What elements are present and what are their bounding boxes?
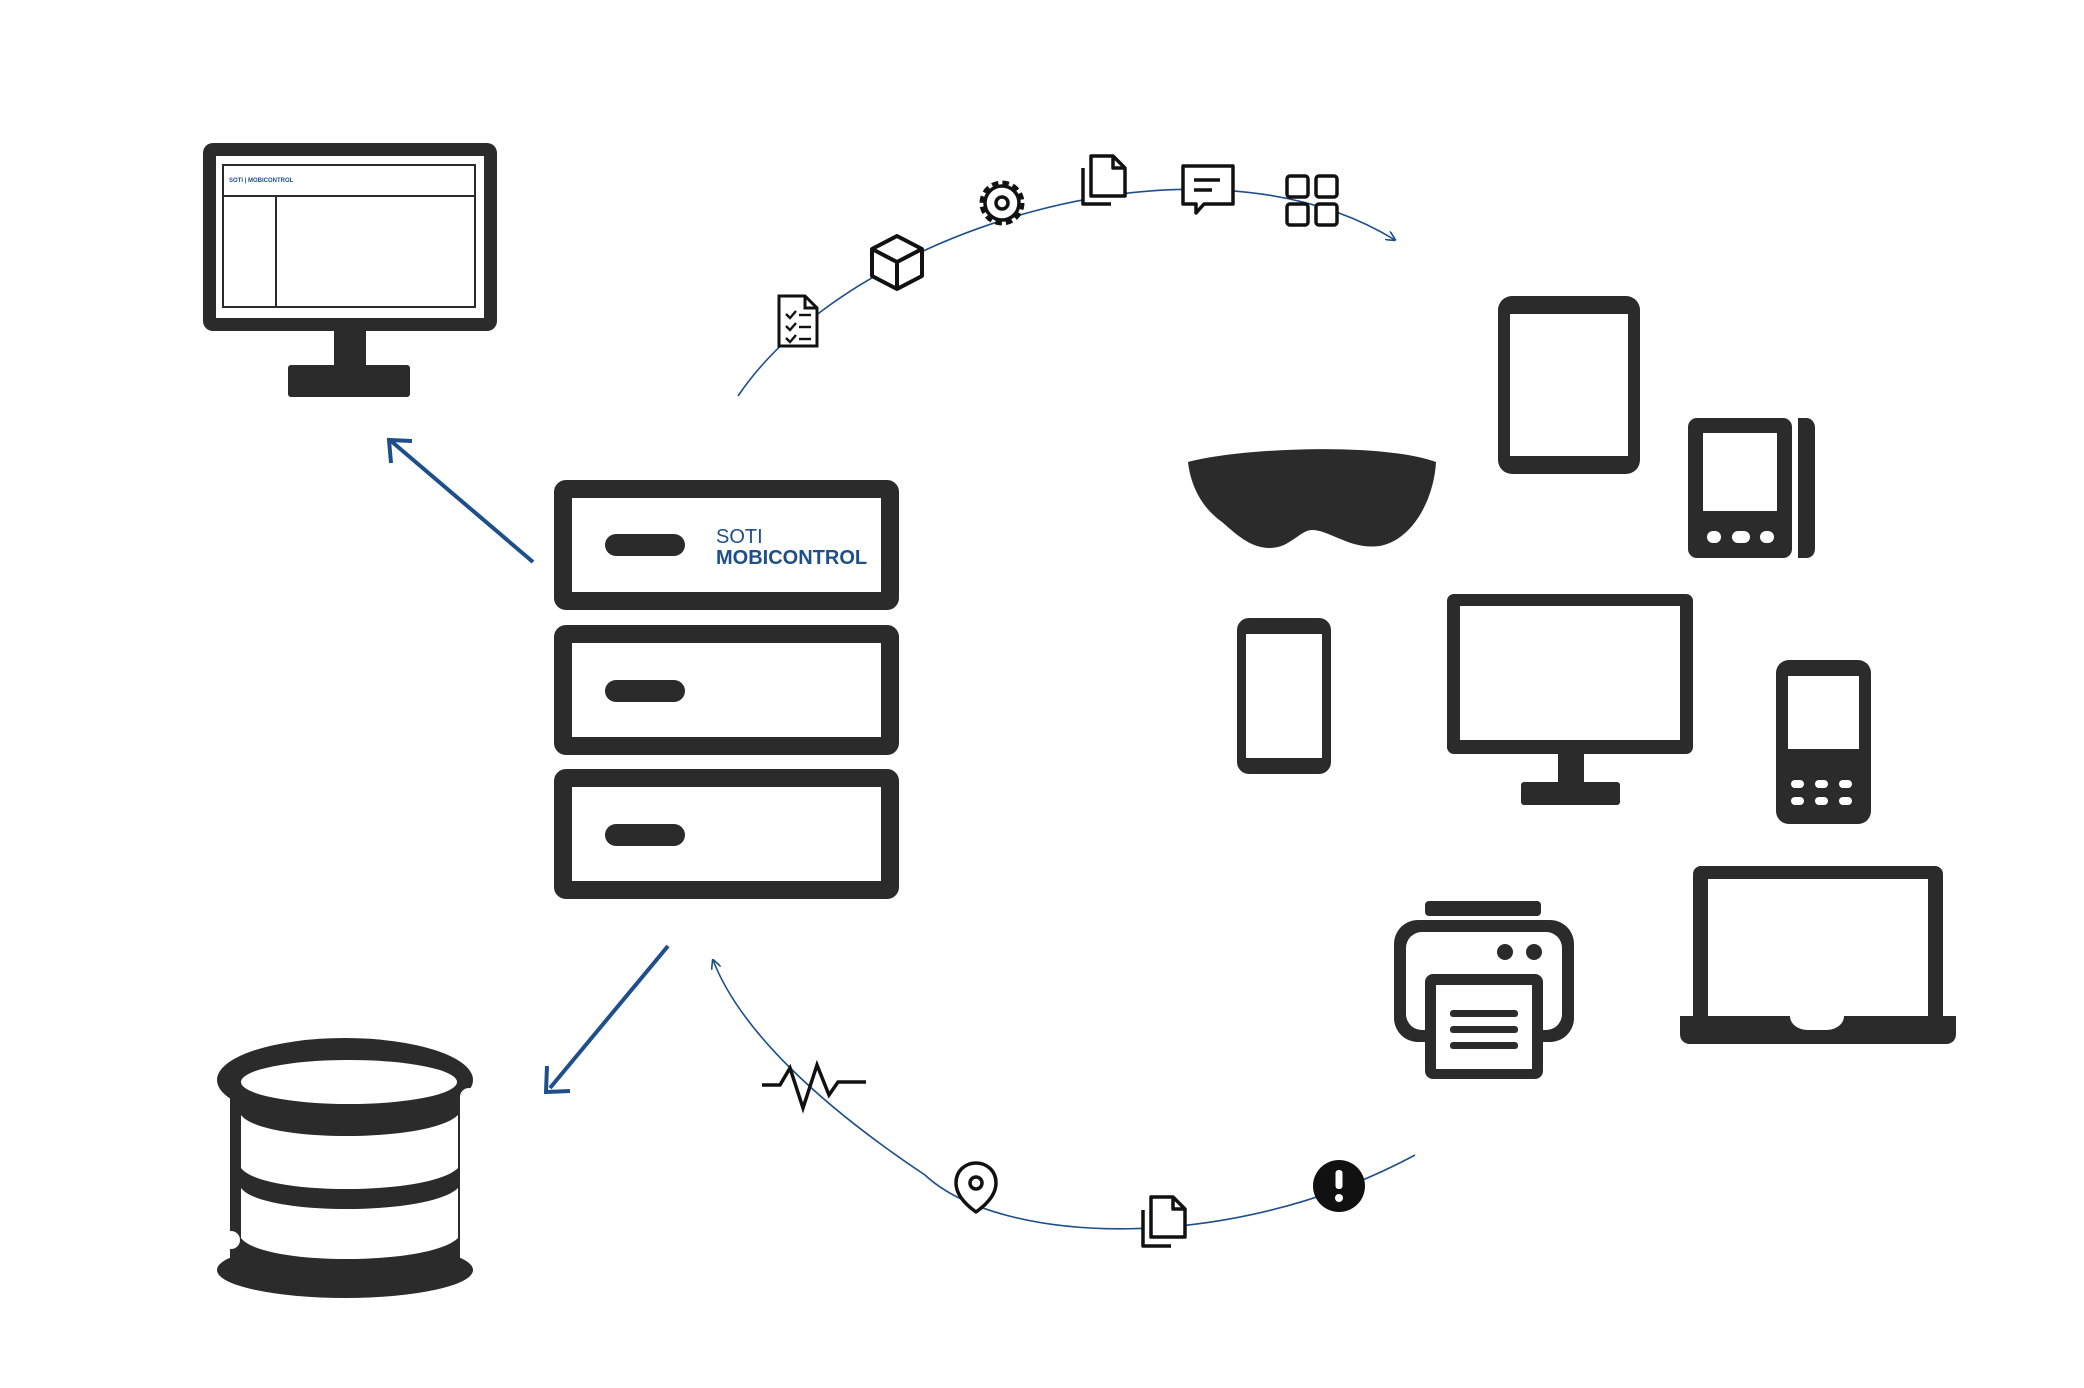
- server-to-database-arrow: [543, 944, 670, 1095]
- inbound-flow-arc: [713, 960, 1416, 1230]
- smartphone-icon: [1237, 618, 1331, 774]
- checklist-icon: [777, 294, 819, 348]
- tablet-icon: [1498, 296, 1640, 474]
- desktop-monitor-icon: [1447, 594, 1693, 805]
- printer-icon: [1394, 901, 1574, 1079]
- message-icon: [1181, 164, 1235, 215]
- admin-console-monitor-icon: SOTI | MOBICONTROL: [203, 143, 497, 397]
- location-icon: [954, 1161, 998, 1214]
- alert-icon: [1313, 1160, 1365, 1212]
- rugged-handheld-icon: [1776, 660, 1871, 824]
- server-brand-mobicontrol: MOBICONTROL: [716, 547, 867, 569]
- server-to-console-arrow: [386, 437, 535, 564]
- gear-icon: [979, 180, 1025, 226]
- console-brand-label: SOTI | MOBICONTROL: [229, 178, 294, 184]
- smart-glasses-icon: [1188, 449, 1436, 548]
- files-icon-outbound: [1081, 154, 1127, 206]
- server-brand-soti: SOTI: [716, 526, 763, 548]
- apps-icon: [1285, 174, 1339, 227]
- database-icon: [217, 1038, 479, 1298]
- handheld-scanner-icon: [1688, 418, 1815, 558]
- soti-mobicontrol-server-icon: SOTI MOBICONTROL: [554, 480, 899, 899]
- laptop-icon: [1680, 866, 1956, 1044]
- package-icon: [870, 234, 924, 291]
- pulse-icon: [762, 1059, 866, 1114]
- files-icon-inbound: [1141, 1195, 1187, 1248]
